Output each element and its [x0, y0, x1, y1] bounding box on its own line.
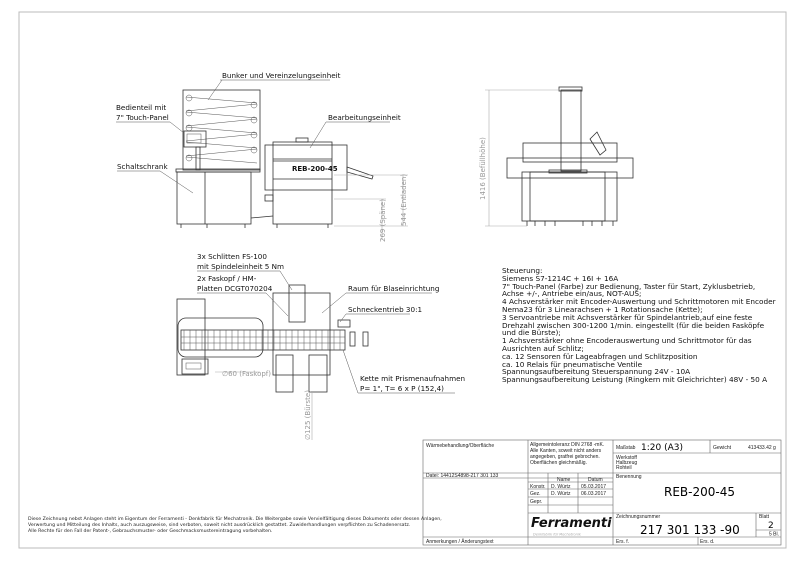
row-role: Gepr. [530, 499, 542, 505]
control-text-line: Achse +/-, Antriebe ein/aus, NOT-AUS; [502, 289, 642, 299]
replaced-by-label: Ers. d. [700, 539, 714, 545]
label-head-1: 2x Faskopf / HM- [197, 274, 257, 283]
control-text-line: Drehzahl zwischen 300-1200 1/min. einges… [502, 320, 765, 330]
faskopf-unit [275, 354, 294, 393]
date-header: Datum [588, 477, 603, 483]
cabinet-feet [180, 224, 246, 228]
front-view: REB-200-45 269 (Späne) 544 (Entladen) Bu… [116, 71, 408, 242]
chain-links [181, 336, 345, 344]
control-cabinet [176, 171, 252, 225]
top-view: 3x Schlitten FS-100 mit Spindeleinheit 5… [176, 252, 465, 440]
designation-label: Benennung [616, 474, 642, 480]
weight-value: 413433.42 g [748, 445, 776, 451]
label-panel-2: 7" Touch-Panel [116, 113, 169, 122]
row-role: Konstr. [530, 484, 546, 490]
front-dimensions [334, 174, 408, 240]
touch-panel [183, 130, 207, 148]
panel-post [195, 146, 201, 171]
control-text-line: Spannungsaufbereitung Steuerspannung 24V… [502, 367, 691, 377]
drawing-number: 217 301 133 -90 [640, 523, 740, 537]
label-cabinet: Schaltschrank [117, 162, 168, 171]
file-name: Datei: 14412S4898-217 301 133 [426, 473, 499, 479]
control-text-line: 4 Achsverstärker mit Encoder-Auswertung … [502, 297, 776, 307]
brush-unit [308, 354, 328, 393]
dim-faskopf: ∅60 (Faskopf) [222, 370, 271, 378]
label-panel-1: Bedienteil mit [116, 103, 166, 112]
title-block-text: Wärmebehandlung/Oberfläche Allgemeintole… [426, 442, 779, 545]
conveyor-chain [180, 329, 346, 351]
row-date: 05.03.2017 [581, 484, 606, 490]
logo-subtitle: Denkfabrik für Mechatronik [533, 533, 582, 537]
machine-label: REB-200-45 [292, 165, 338, 173]
unload-chute [346, 166, 374, 180]
sheet-label: Blatt [759, 514, 770, 520]
disclaimer-line: Alle Rechte für den Fall der Patent-, Ge… [28, 529, 273, 534]
control-text-line: und die Bürste); [502, 328, 561, 338]
sheet-number: 2 [768, 521, 774, 531]
dim-fill-height: 1416 (Befüllhöhe) [479, 137, 487, 200]
dim-brush: ∅125 (Bürste) [304, 390, 312, 440]
name-header: Name [557, 477, 571, 483]
replaces-label: Ers. f. [616, 539, 629, 545]
control-text-line: 7" Touch-Panel (Farbe) zur Bedienung, Ta… [502, 281, 756, 291]
ferramenti-logo: Ferramenti [531, 516, 612, 531]
row-name: D. Würtz [551, 484, 571, 490]
label-bunker: Bunker und Vereinzelungseinheit [222, 71, 341, 80]
label-slides-2: mit Spindeleinheit 5 Nm [197, 262, 284, 271]
label-chain-1: Kette mit Prismenaufnahmen [360, 374, 465, 383]
label-head-2: Platten DCGT070204 [197, 284, 273, 293]
surface-label: Wärmebehandlung/Oberfläche [426, 443, 494, 449]
label-slides-1: 3x Schlitten FS-100 [197, 252, 267, 261]
side-view: 1416 (Befüllhöhe) [479, 86, 634, 227]
scale-value: 1:20 (A3) [641, 443, 683, 453]
control-text-line: Steuerung: [502, 266, 543, 275]
drawing-number-label: Zeichnungsnummer [616, 514, 661, 520]
label-blow: Raum für Blaseinrichtung [348, 284, 439, 293]
disclaimer-line: Diese Zeichnung nebst Anlagen steht im E… [28, 517, 442, 522]
control-text-line: Spannungsaufbereitung Leistung (Ringkern… [502, 375, 768, 385]
label-chain-2: P= 1", T= 6 x P (152,4) [360, 384, 444, 393]
bunker-frame [182, 89, 261, 171]
dim-chips: 269 (Späne) [379, 199, 387, 242]
control-text-line: ca. 10 Relais für pneumatische Ventile [502, 359, 643, 369]
tolerance-line: angegeben, gratfrei gebrochen. [530, 454, 600, 460]
top-slide [288, 284, 306, 323]
drawing-border [18, 11, 787, 549]
tolerance-line: Allgemeintoleranz DIN 2768 -mK. [530, 442, 604, 448]
bunker-rails [185, 94, 258, 164]
weight-label: Gewicht [713, 445, 732, 451]
control-text-line: 3 Servoantriebe mit Achsverstärker für S… [502, 312, 753, 322]
label-worm: Schneckentrieb 30:1 [348, 305, 422, 314]
row-role: Gez. [530, 491, 541, 497]
label-unit: Bearbeitungseinheit [328, 113, 401, 122]
row-date: 06.03.2017 [581, 491, 606, 497]
disclaimer-line: Verwertung und Mitteilung des Inhalts, a… [28, 523, 411, 528]
row-name: D. Würtz [551, 491, 571, 497]
control-text-line: Siemens S7-1214C + 16I + 16A [502, 273, 619, 283]
tolerance-line: Alle Kanten, soweit nicht anders [530, 448, 602, 454]
control-text-line: ca. 12 Sensoren für Lageabfragen und Sch… [502, 351, 698, 361]
material-label: Werkstoff [616, 455, 638, 461]
scale-label: Maßstab [616, 445, 636, 451]
remarks-label: Anmerkungen / Änderungstext [426, 538, 494, 545]
side-feet [526, 221, 614, 226]
dim-unload: 544 (Entladen) [400, 174, 408, 226]
title-block [422, 439, 782, 546]
designation-value: REB-200-45 [664, 485, 735, 499]
table-plate [175, 168, 261, 173]
control-text-line: 1 Achsverstärker ohne Encoderauswertung … [502, 336, 752, 346]
control-text-line: Nema23 für 3 Linearachsen + 1 Rotationsa… [502, 304, 703, 314]
processing-unit [272, 141, 333, 225]
material-label: Rohteil [616, 465, 632, 471]
material-label: Halbzeug [616, 460, 637, 466]
control-box [181, 358, 209, 375]
tolerance-line: Oberflächen gleichmäßig. [530, 460, 587, 466]
control-text-line: Ausrichten auf Schlitz; [502, 343, 584, 353]
sheets-total: 5 Bl. [769, 532, 779, 538]
ownership-disclaimer: Diese Zeichnung nebst Anlagen steht im E… [28, 517, 442, 535]
